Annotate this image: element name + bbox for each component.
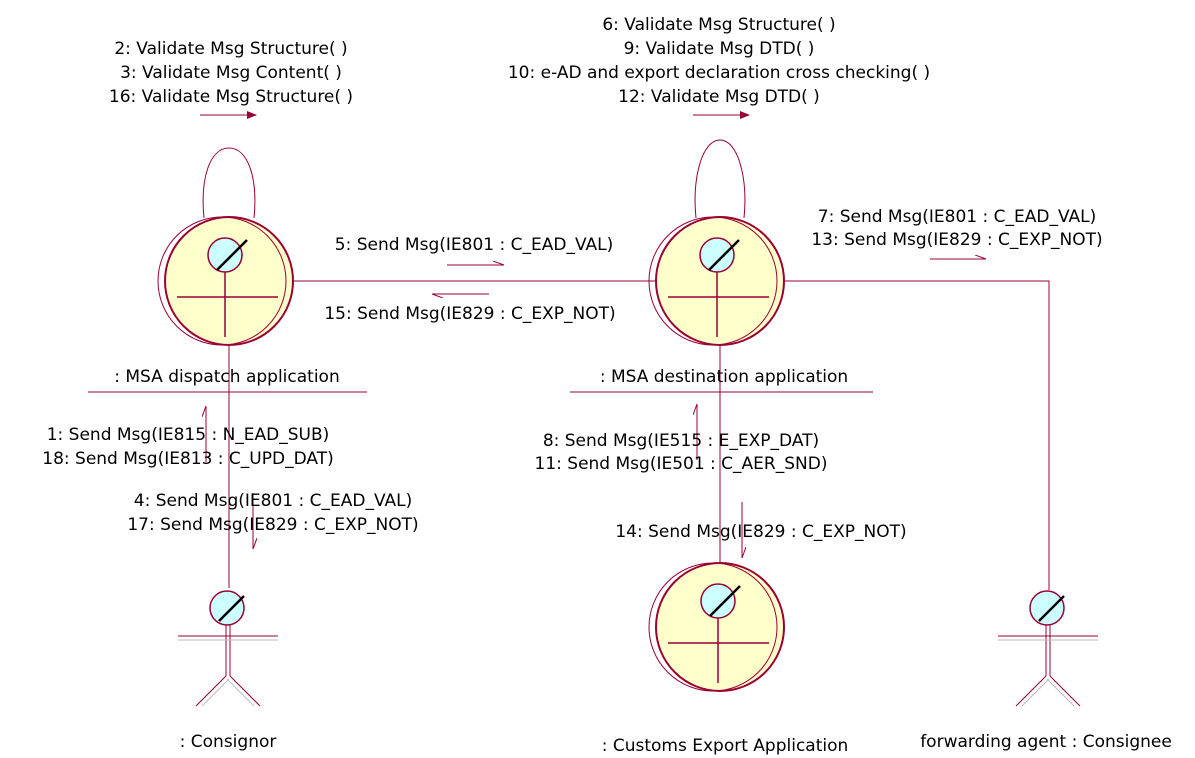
label-consignee: forwarding agent : Consignee	[920, 732, 1172, 752]
message-label: 11: Send Msg(IE501 : C_AER_SND)	[535, 454, 828, 474]
label-dispatch: : MSA dispatch application	[114, 367, 339, 387]
message-label: 16: Validate Msg Structure( )	[109, 87, 353, 107]
object-destination[interactable]	[648, 216, 785, 346]
message-label: 9: Validate Msg DTD( )	[624, 39, 815, 59]
object-customs[interactable]	[648, 562, 785, 692]
object-labels: : MSA dispatch application : MSA destina…	[114, 367, 1172, 756]
message-label: 17: Send Msg(IE829 : C_EXP_NOT)	[127, 515, 418, 535]
link-destination-consignee	[785, 280, 1050, 590]
message-label: 12: Validate Msg DTD( )	[618, 87, 820, 107]
object-consignor[interactable]	[178, 590, 278, 707]
message-label: 3: Validate Msg Content( )	[120, 63, 342, 83]
object-consignee[interactable]	[998, 590, 1098, 707]
message-label: 18: Send Msg(IE813 : C_UPD_DAT)	[42, 449, 333, 469]
self-loop-destination	[694, 139, 746, 219]
message-label: 7: Send Msg(IE801 : C_EAD_VAL)	[818, 207, 1096, 227]
stick-figure-actor-icon	[998, 590, 1098, 707]
message-label: 10: e-AD and export declaration cross ch…	[508, 63, 930, 83]
self-loops	[202, 139, 746, 219]
message-labels: 2: Validate Msg Structure( ) 3: Validate…	[42, 15, 1102, 542]
stick-figure-actor-icon	[178, 590, 278, 707]
message-arrows	[200, 111, 986, 558]
message-label: 6: Validate Msg Structure( )	[602, 15, 835, 35]
actor-circle-icon	[157, 216, 294, 346]
actor-circle-icon	[648, 562, 785, 692]
message-label: 2: Validate Msg Structure( )	[114, 39, 347, 59]
object-dispatch[interactable]	[157, 216, 294, 346]
self-loop-dispatch	[202, 147, 256, 219]
message-label: 15: Send Msg(IE829 : C_EXP_NOT)	[324, 304, 615, 324]
links	[228, 280, 1050, 590]
label-consignor: : Consignor	[180, 732, 277, 752]
message-label: 5: Send Msg(IE801 : C_EAD_VAL)	[335, 235, 613, 255]
actor-circle-icon	[648, 216, 785, 346]
message-label: 8: Send Msg(IE515 : E_EXP_DAT)	[543, 431, 819, 451]
message-label: 14: Send Msg(IE829 : C_EXP_NOT)	[615, 522, 906, 542]
label-customs: : Customs Export Application	[602, 736, 849, 756]
message-label: 4: Send Msg(IE801 : C_EAD_VAL)	[134, 491, 412, 511]
message-label: 1: Send Msg(IE815 : N_EAD_SUB)	[47, 425, 330, 445]
message-label: 13: Send Msg(IE829 : C_EXP_NOT)	[811, 230, 1102, 250]
label-destination: : MSA destination application	[600, 367, 848, 387]
